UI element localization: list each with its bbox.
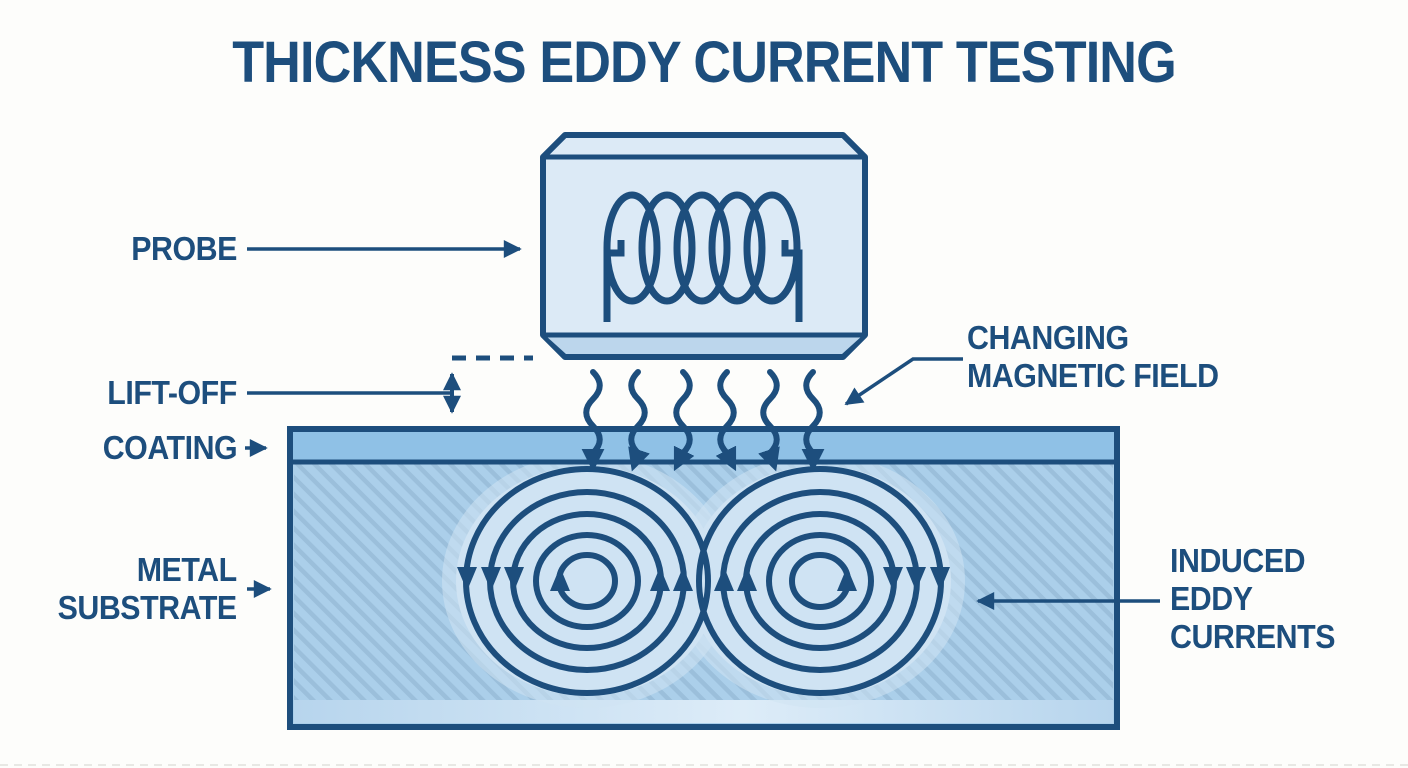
metal-substrate-layer — [287, 426, 1120, 730]
probe-body — [540, 132, 868, 360]
eddy-halo — [442, 454, 965, 708]
label-changing-magnetic-field-line1: CHANGING — [967, 319, 1129, 356]
coating-layer — [287, 426, 1120, 730]
label-metal-substrate-line1: METAL — [136, 551, 237, 588]
diagram-title: THICKNESS EDDY CURRENT TESTING — [232, 30, 1177, 95]
eddy-arrowheads-right — [714, 567, 950, 591]
label-changing-magnetic-field: CHANGING MAGNETIC FIELD — [967, 319, 1219, 395]
label-induced-eddy-currents-line3: CURRENTS — [1170, 618, 1335, 655]
label-induced-eddy-currents-line1: INDUCED — [1170, 542, 1306, 579]
magnetic-field-waves — [581, 369, 825, 472]
label-changing-magnetic-field-line2: MAGNETIC FIELD — [967, 357, 1219, 394]
label-metal-substrate: METAL SUBSTRATE — [57, 551, 238, 627]
magnetic-field-leader-arrow — [844, 357, 963, 406]
label-probe: PROBE — [131, 230, 237, 267]
probe-coil — [603, 191, 803, 322]
leader-lines — [245, 240, 1160, 610]
label-induced-eddy-currents-line2: EDDY — [1170, 580, 1253, 617]
lift-off-dimension — [443, 355, 533, 414]
label-coating: COATING — [102, 429, 237, 466]
label-lift-off: LIFT-OFF — [107, 374, 237, 411]
substrate-bottom-band — [294, 700, 1113, 723]
label-induced-eddy-currents: INDUCED EDDY CURRENTS — [1170, 542, 1335, 656]
label-metal-substrate-line2: SUBSTRATE — [57, 589, 238, 626]
eddy-arrowheads-left — [457, 567, 693, 591]
